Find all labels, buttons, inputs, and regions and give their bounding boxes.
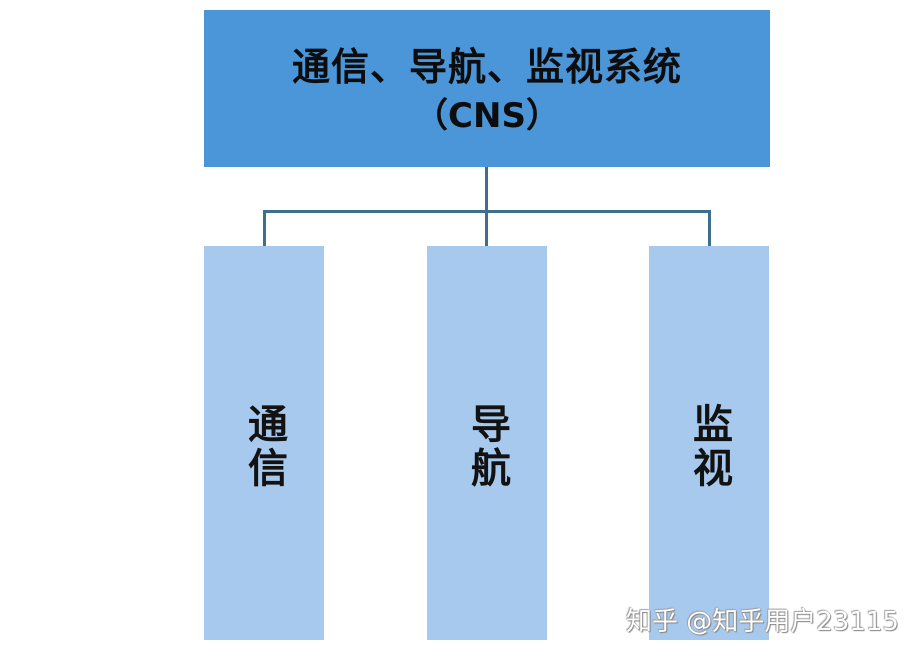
zhihu-watermark: 知乎 @知乎用户23115 [626, 607, 899, 637]
child-node-label: 导航 [464, 403, 510, 491]
child-node-communication: 通信 [204, 246, 324, 640]
root-node-title: 通信、导航、监视系统 [291, 44, 682, 89]
child-node-label: 监视 [686, 403, 732, 491]
root-node-cns: 通信、导航、监视系统 （CNS） [204, 10, 770, 167]
connector-drop-right [708, 210, 711, 246]
child-node-navigation: 导航 [427, 246, 547, 640]
connector-drop-left [263, 210, 266, 246]
connector-trunk [485, 167, 488, 246]
root-node-subtitle: （CNS） [414, 95, 560, 136]
child-node-label: 通信 [241, 403, 287, 491]
child-node-surveillance: 监视 [649, 246, 769, 640]
connector-horizontal-bar [263, 210, 711, 213]
